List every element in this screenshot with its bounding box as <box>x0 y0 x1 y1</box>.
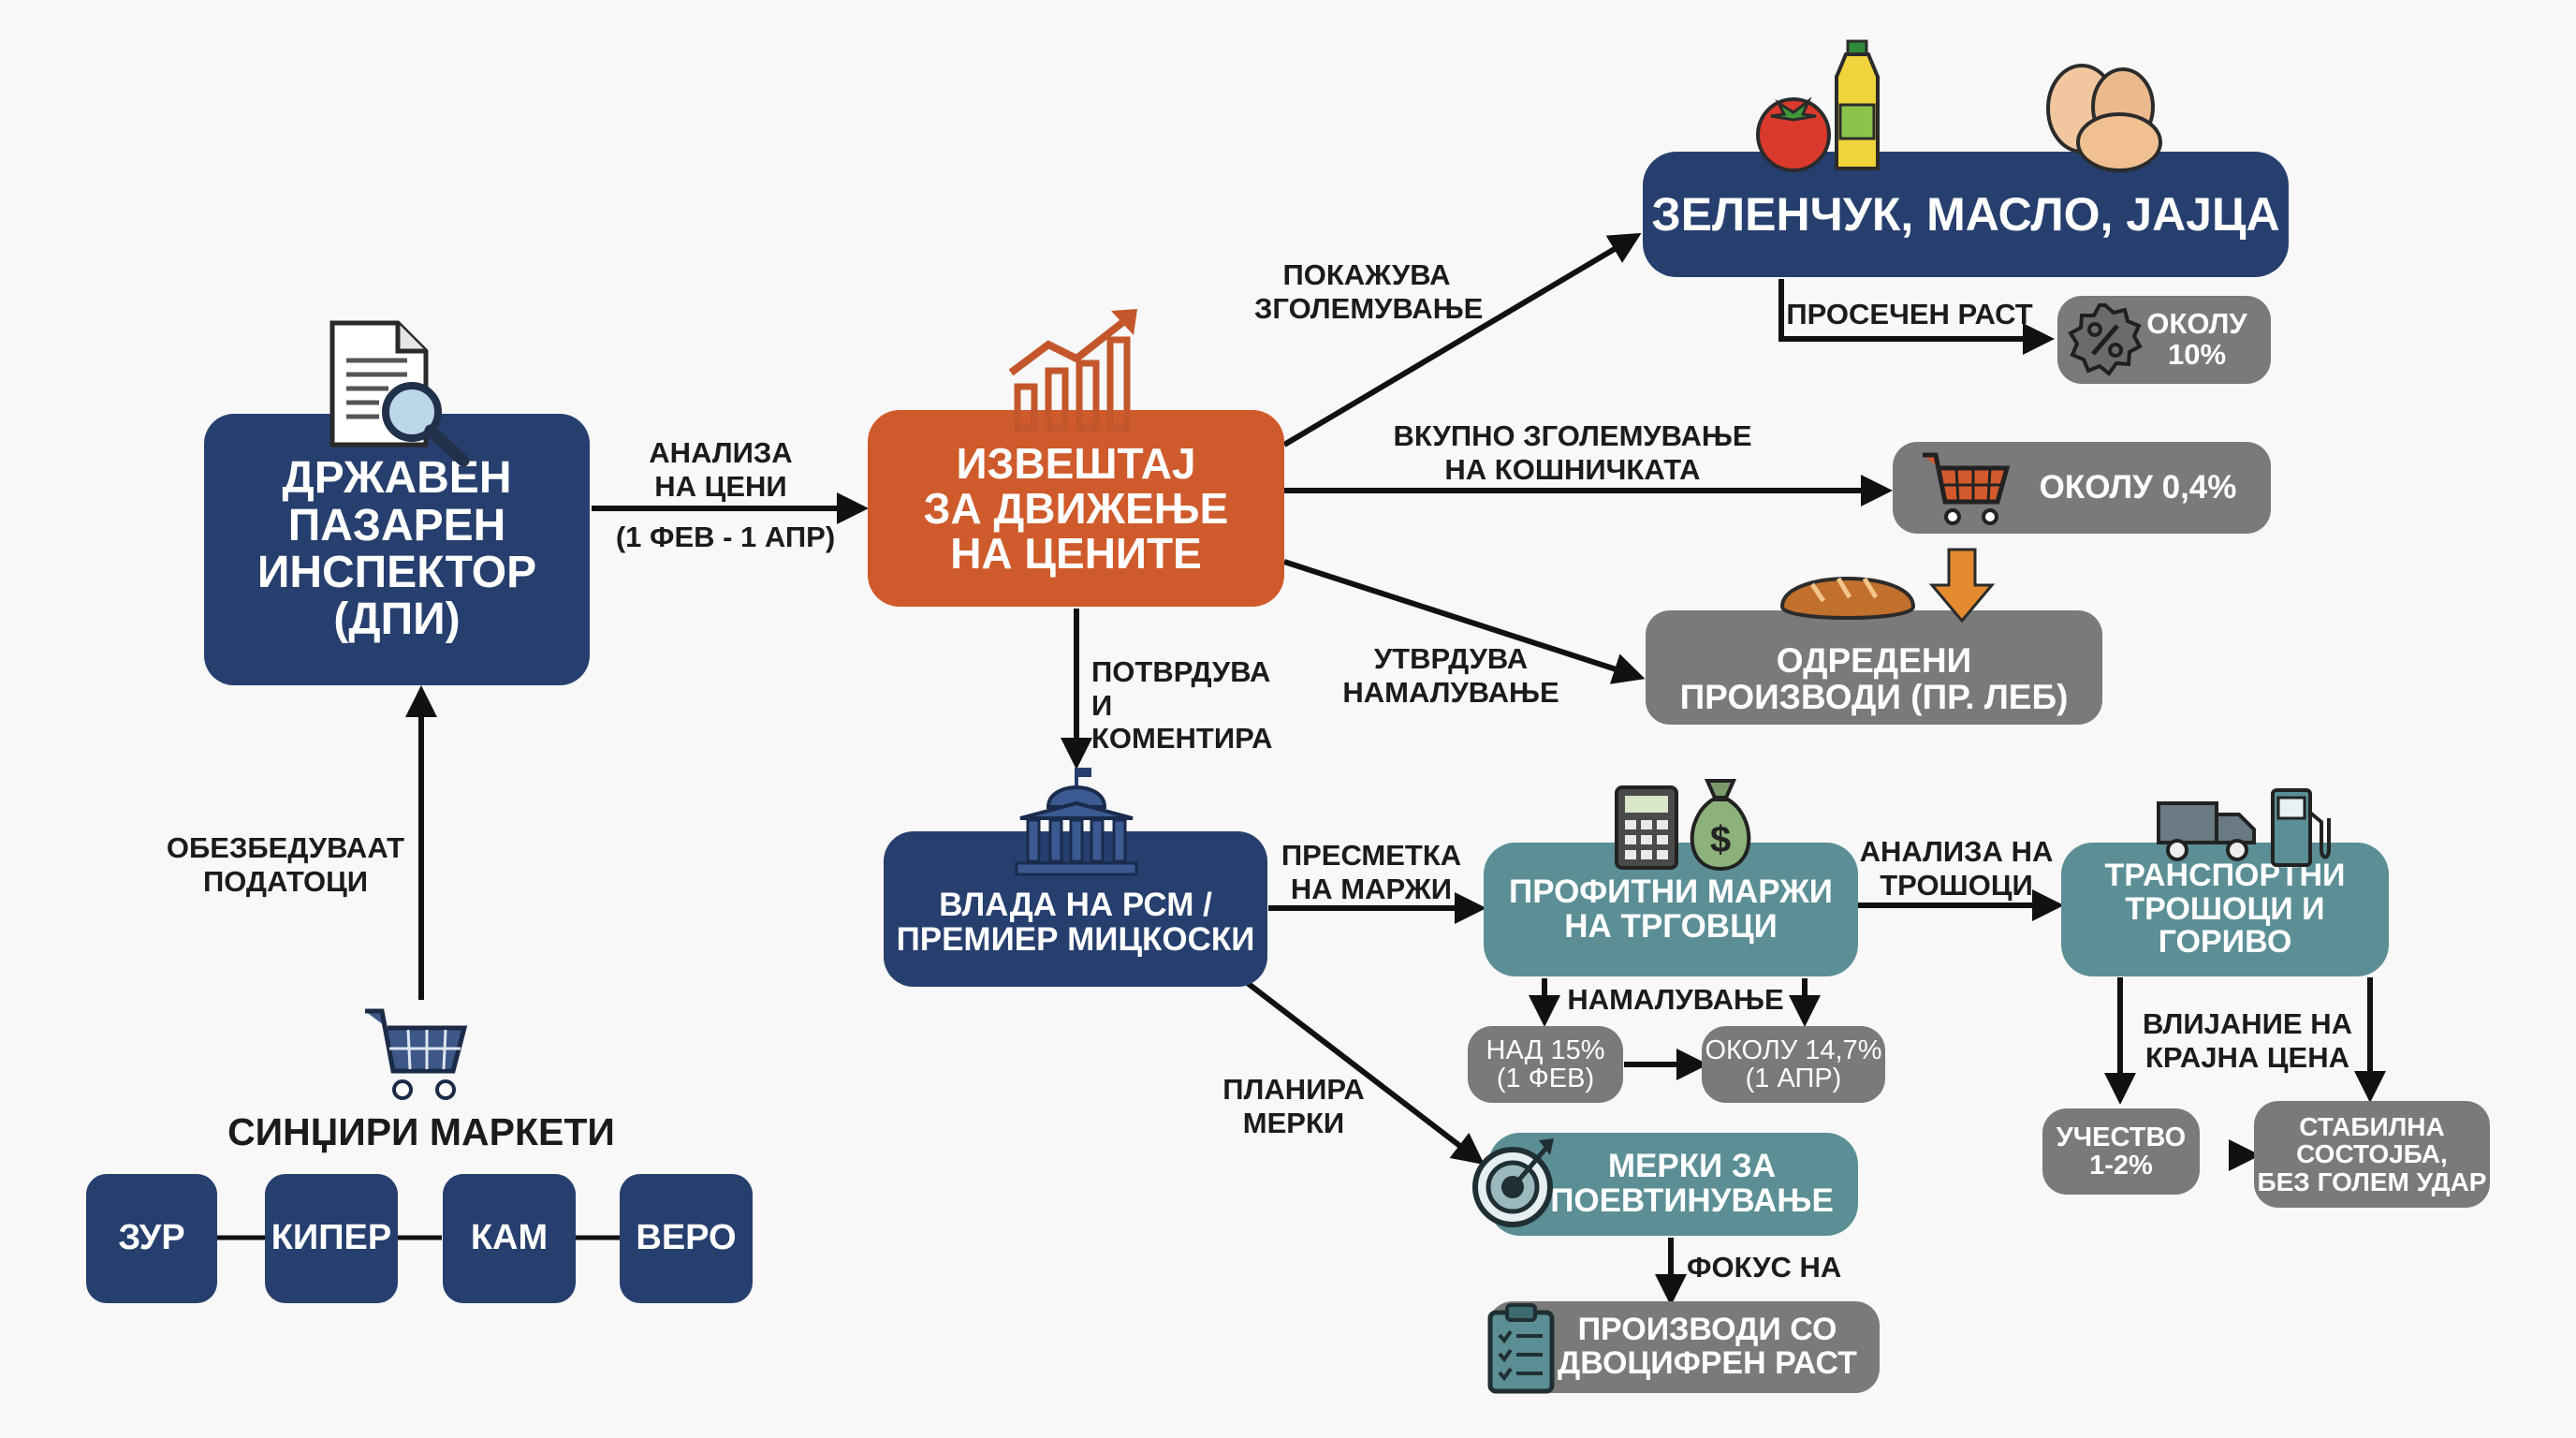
truck-icon <box>2157 801 2256 861</box>
fuel-pump-icon <box>2271 788 2331 867</box>
chains-title: СИНЏИРИ МАРКЕТИ <box>227 1110 615 1153</box>
label-decrease: НАМАЛУВАЊЕ <box>1567 983 1784 1016</box>
chain-kiper: КИПЕР <box>265 1174 398 1303</box>
transport-fuel-node: ТРАНСПОРТНИ ТРОШОЦИ И ГОРИВО <box>2061 843 2389 976</box>
oil-bottle-icon <box>1835 39 1880 170</box>
target-icon <box>1472 1138 1554 1227</box>
label-impact-final-price: ВЛИЈАНИЕ НА КРАЈНА ЦЕНА <box>2142 1007 2352 1074</box>
label-avg-growth: ПРОСЕЧЕН РАСТ <box>1786 298 2033 330</box>
label-margin-calc: ПРЕСМЕТКА НА МАРЖИ <box>1281 839 1462 905</box>
government-building-icon <box>1015 768 1138 876</box>
arrow-veg-to-avg <box>1778 279 2055 355</box>
label-price-analysis: АНАЛИЗА НА ЦЕНИ <box>649 436 793 503</box>
arrow-gov-to-measures <box>1243 978 1485 1166</box>
price-report-node: ИЗВЕШТАЈ ЗА ДВИЖЕЊЕ НА ЦЕНИТЕ <box>868 410 1284 607</box>
label-cost-analysis: АНАЛИЗА НА ТРОШОЦИ <box>1859 835 2054 902</box>
label-provide-data: ОБЕЗБЕДУВААТ ПОДАТОЦИ <box>166 831 405 898</box>
veg-oil-eggs-node: ЗЕЛЕНЧУК, МАСЛО, ЈАЈЦА <box>1643 152 2289 277</box>
money-bag-icon: $ <box>1690 779 1751 872</box>
arrow-report-to-veg <box>1282 232 1642 448</box>
label-plans-measures: ПЛАНИРА МЕРКИ <box>1222 1073 1365 1139</box>
growth-chart-icon <box>1008 309 1137 433</box>
chain-vero: ВЕРО <box>620 1174 753 1303</box>
calculator-icon <box>1615 785 1678 870</box>
bread-icon <box>1779 577 1916 620</box>
label-focus-on: ФОКУС НА <box>1687 1251 1842 1284</box>
percent-badge-icon <box>2068 303 2143 376</box>
market-cart-icon <box>365 1008 468 1100</box>
tomato-icon <box>1756 96 1831 172</box>
about-14-7-node: ОКОЛУ 14,7% (1 АПР) <box>1702 1026 1885 1103</box>
svg-text:$: $ <box>1710 819 1731 860</box>
eggs-icon <box>2046 64 2162 172</box>
over-15-node: НАД 15% (1 ФЕВ) <box>1468 1026 1623 1103</box>
dpi-node: ДРЖАВЕН ПАЗАРЕН ИНСПЕКТОР (ДПИ) <box>204 414 590 685</box>
down-arrow-icon <box>1928 548 1996 624</box>
arrow-report-to-bread <box>1283 559 1646 684</box>
label-confirms-comments: ПОТВРДУВА И КОМЕНТИРА <box>1091 655 1273 756</box>
document-search-icon <box>329 320 470 467</box>
label-shows-increase: ПОКАЖУВА ЗГОЛЕМУВАЊЕ <box>1254 258 1484 325</box>
shopping-cart-icon <box>1923 452 2011 525</box>
chain-zur: ЗУР <box>86 1174 217 1303</box>
label-confirms-decrease: УТВРДУВА НАМАЛУВАЊЕ <box>1342 642 1559 709</box>
label-period: (1 ФЕВ - 1 АПР) <box>615 521 836 553</box>
share-1-2-node: УЧЕСТВО 1-2% <box>2042 1108 2200 1195</box>
bread-products-node: ОДРЕДЕНИ ПРОИЗВОДИ (ПР. ЛЕБ) <box>1646 610 2102 725</box>
chain-kam: КАМ <box>443 1174 576 1303</box>
clipboard-icon <box>1487 1303 1555 1394</box>
label-total-increase: ВКУПНО ЗГОЛЕМУВАЊЕ НА КОШНИЧКАТА <box>1393 419 1752 486</box>
stable-state-node: СТАБИЛНА СОСТОЈБА, БЕЗ ГОЛЕМ УДАР <box>2254 1101 2490 1208</box>
